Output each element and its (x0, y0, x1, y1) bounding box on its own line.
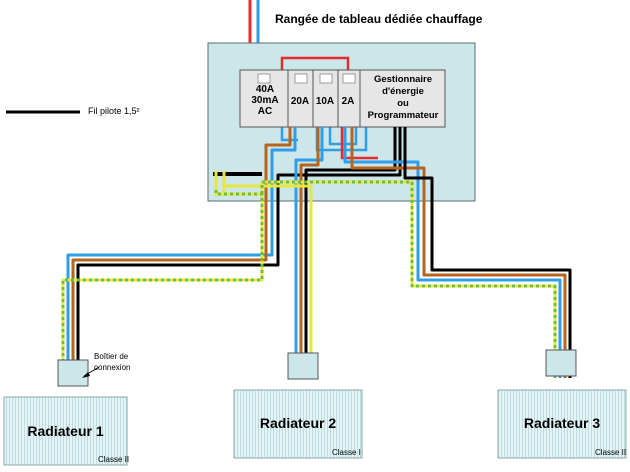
breaker-20a (287, 69, 314, 128)
manager-line-4: Programmateur (367, 110, 439, 121)
radiator-3-body (497, 389, 627, 459)
radiator-1-class: Classe II (98, 455, 130, 464)
breaker-40a-type: AC (257, 106, 273, 117)
radiator-3-class: Classe II (595, 448, 627, 457)
radiator-2-body (233, 389, 363, 459)
breaker-40a-rating: 40A (255, 84, 275, 95)
breaker-20a-label: 20A (290, 96, 310, 107)
energy-manager (359, 69, 446, 128)
radiator-cables (61, 127, 572, 378)
radiator-1-name: Radiateur 1 (27, 423, 104, 439)
diagram-title: Rangée de tableau dédiée chauffage (275, 12, 483, 26)
legend-label: Fil pilote 1,5² (88, 106, 140, 116)
junction-box-label: Boîtier de connexion (94, 351, 130, 373)
junction-box-3 (545, 349, 577, 377)
manager-line-2: d'énergie (382, 86, 424, 97)
junction-box-label-line-2: connexion (94, 363, 131, 372)
radiator-2-name: Radiateur 2 (259, 415, 337, 431)
junction-box-label-line-1: Boîtier de (94, 352, 129, 361)
breaker-40a-label: 40A 30mA AC (243, 84, 287, 117)
junction-box-2 (287, 352, 319, 380)
breaker-2a-label: 2A (341, 96, 355, 107)
manager-line-3: ou (397, 98, 409, 109)
radiator-2-class: Classe I (332, 448, 361, 457)
breaker-40a-sensitivity: 30mA (251, 95, 279, 106)
energy-manager-label: Gestionnaire d'énergie ou Programmateur (362, 74, 444, 122)
junction-box-1 (57, 359, 89, 387)
radiator-1-body (3, 396, 128, 466)
breaker-row (239, 69, 446, 128)
manager-line-1: Gestionnaire (373, 74, 433, 85)
radiator-3-name: Radiateur 3 (523, 415, 601, 431)
junction-box-arrow (82, 366, 100, 378)
breaker-10a-label: 10A (315, 96, 335, 107)
